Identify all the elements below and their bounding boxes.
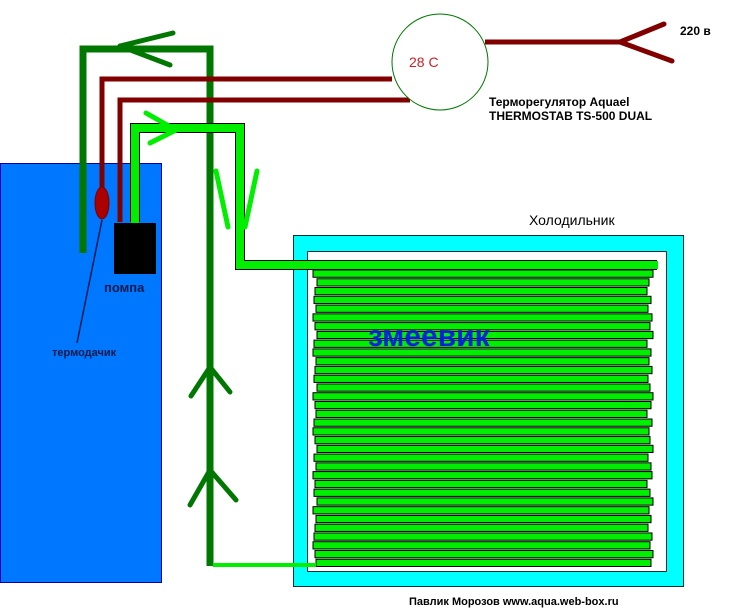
coil-stripe: [313, 374, 649, 383]
arrow-up-icon: [188, 364, 233, 399]
coil-stripe: [312, 471, 653, 480]
thermo-sensor: [94, 186, 110, 220]
coil-stripe: [313, 295, 652, 305]
coil-stripe: [312, 269, 654, 278]
coil-stripe: [316, 497, 654, 506]
sensor-pointer-line: [76, 219, 103, 344]
coil-stripe: [312, 313, 653, 322]
coil-stripe: [316, 383, 651, 392]
coil-stripe: [313, 418, 653, 427]
coil-stripe: [316, 278, 650, 287]
pump-power-wire: [117, 97, 410, 222]
voltage-label: 220 в: [680, 24, 711, 38]
pump: [114, 223, 156, 274]
sensor-wire: [99, 76, 392, 195]
thermostat-label-line2: THERMOSTAB TS-500 DUAL: [489, 109, 653, 123]
fridge-label: Холодильник: [529, 212, 615, 228]
coil-stripe: [314, 322, 651, 331]
coil-stripe: [315, 304, 649, 313]
coil-stripe: [315, 462, 652, 471]
coil-stripe: [312, 348, 652, 357]
coil-stripe: [314, 523, 649, 532]
coil-stripe: [312, 392, 654, 401]
credit-label: Павлик Морозов www.aqua.web-box.ru: [409, 596, 619, 608]
coil-stripe: [315, 357, 650, 366]
pump-label: помпа: [104, 280, 145, 295]
coil-stripe: [313, 453, 649, 462]
coil-label: змеевик: [368, 320, 490, 353]
arrow-left-icon: [117, 30, 176, 68]
power-plug-icon: [617, 21, 675, 64]
supply-pipe: [131, 124, 658, 269]
coil-stripe: [313, 488, 651, 497]
coil-stripe: [313, 532, 653, 541]
thermostat: [391, 13, 489, 111]
sensor-label: термодачик: [52, 347, 117, 359]
thermostat-label-line1: Терморегулятор Aquael: [489, 95, 630, 109]
coil-stripe: [312, 427, 650, 436]
coil-stripe: [312, 506, 650, 515]
coil-stripe: [315, 409, 648, 418]
thermostat-label: Терморегулятор Aquael THERMOSTAB TS-500 …: [489, 95, 652, 123]
return-pipe: [79, 45, 214, 566]
coil-stripe: [314, 400, 652, 410]
arrow-up-icon: [187, 467, 239, 508]
coil-stripe: [315, 514, 652, 524]
coil-stripe: [314, 549, 654, 559]
coil-stripe: [316, 330, 654, 340]
coil-stripe: [312, 541, 651, 550]
coil-stripe: [314, 479, 648, 489]
coil-stripe: [314, 287, 648, 296]
temperature-readout: 28 C: [409, 54, 439, 70]
coil-stripe: [314, 436, 651, 445]
coil-stripe: [314, 365, 653, 375]
coil-stripe: [313, 339, 648, 348]
coil-stripe: [315, 558, 652, 567]
arrow-down-icon: [213, 168, 260, 230]
coil-serpentine: [312, 269, 654, 567]
coil-stripe: [316, 444, 654, 454]
arrow-right-icon: [143, 110, 179, 146]
